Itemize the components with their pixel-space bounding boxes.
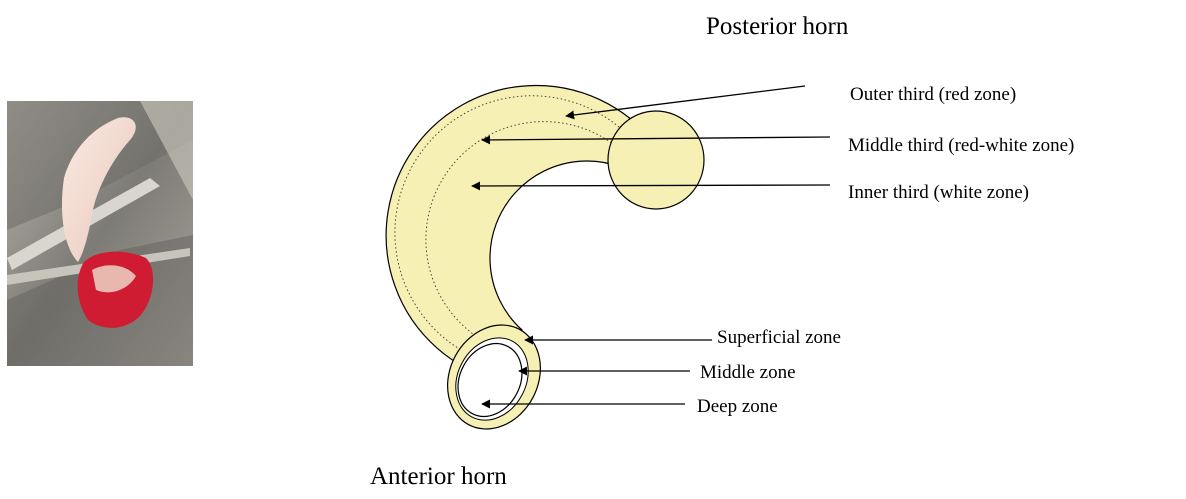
outer-third-label: Outer third (red zone) xyxy=(850,84,1016,105)
inner-third-arrow xyxy=(472,185,830,186)
anterior-horn-label: Anterior horn xyxy=(370,463,507,490)
middle-zone-label: Middle zone xyxy=(700,362,796,383)
specimen-photo xyxy=(7,101,193,366)
superficial-zone-label: Superficial zone xyxy=(717,327,841,348)
middle-third-label: Middle third (red-white zone) xyxy=(848,135,1074,156)
posterior-horn-cross-section xyxy=(608,111,704,209)
inner-third-label: Inner third (white zone) xyxy=(848,182,1029,203)
deep-zone-label: Deep zone xyxy=(697,396,778,417)
posterior-horn-label: Posterior horn xyxy=(706,13,849,40)
